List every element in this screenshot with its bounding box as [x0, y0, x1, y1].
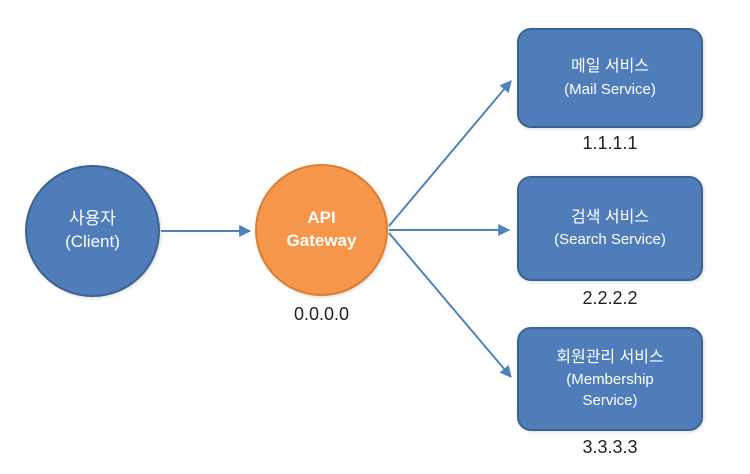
membership-service-label-ko: 회원관리 서비스	[556, 348, 664, 366]
arrow-gateway-to-mail-service	[388, 80, 512, 227]
arrow-gateway-to-membership-service	[388, 232, 512, 378]
service-node-mail: 메일 서비스 (Mail Service)	[517, 28, 703, 128]
search-service-label-ko: 검색 서비스	[570, 208, 650, 226]
client-label-en: (Client)	[65, 232, 120, 251]
mail-service-ip-label: 1.1.1.1	[582, 133, 638, 153]
mail-service-label-en: (Mail Service)	[564, 80, 656, 98]
gateway-ip-label: 0.0.0.0	[293, 304, 350, 324]
mail-service-label-ko: 메일 서비스	[570, 58, 650, 76]
service-node-membership: 회원관리 서비스 (Membership Service)	[517, 327, 703, 431]
api-gateway-node: API Gateway	[255, 164, 388, 296]
gateway-label-line1: API	[307, 208, 336, 228]
membership-service-label-en: (Membership Service)	[566, 371, 654, 410]
client-node: 사용자 (Client)	[25, 165, 160, 297]
client-label-ko: 사용자	[69, 209, 116, 229]
search-service-label-en: (Search Service)	[554, 231, 666, 249]
service-node-search: 검색 서비스 (Search Service)	[517, 176, 703, 281]
membership-service-ip-label: 3.3.3.3	[582, 437, 638, 457]
search-service-ip-label: 2.2.2.2	[582, 288, 638, 308]
gateway-label-line2: Gateway	[286, 231, 357, 250]
